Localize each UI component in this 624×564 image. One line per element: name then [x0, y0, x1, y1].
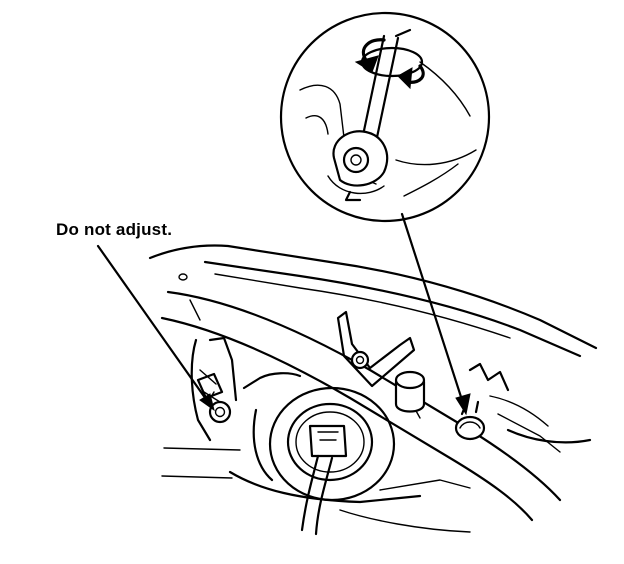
bulb-socket	[268, 386, 396, 502]
left-adjuster-screw-icon	[196, 372, 232, 424]
detail-magnifier	[279, 11, 491, 223]
bracket-bolt-icon	[350, 350, 370, 370]
do-not-adjust-label: Do not adjust.	[56, 220, 173, 239]
detail-leader-arrow	[400, 212, 471, 416]
callout-leader-line	[96, 244, 215, 412]
headlight-assembly	[148, 244, 598, 536]
curved-double-arrow-icon	[354, 38, 425, 90]
right-adjuster-screw-icon	[454, 400, 486, 441]
